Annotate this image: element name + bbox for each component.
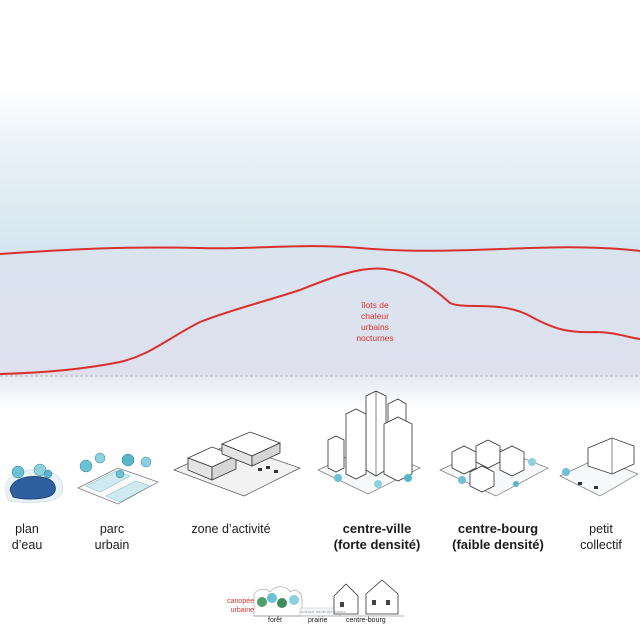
business-zone-illustration [173,431,301,497]
upper-temperature-curve [0,245,640,255]
middle-band [0,250,640,375]
legend-title: canopée urbaine [227,598,254,614]
zone-label-centre-ville: centre-ville (forte densité) [333,521,421,552]
zone-label-parc-urbain: parc urbain [94,522,130,552]
legend-item-foret: forêt [268,617,283,624]
legend-item-centre-bourg: centre-bourg [346,617,386,624]
zone-label-plan-d-eau: plan d’eau [11,522,43,552]
water-body-illustration [4,463,63,503]
zone-label-petit-collectif: petit collectif [580,522,622,552]
canopy-legend-illustration [253,579,404,617]
annotation-line: chaleur [361,311,389,321]
legend-item-prairie: prairie [308,617,328,624]
town-center-illustration [439,439,549,497]
zone-label-zone-d-activite: zone d’activité [191,522,271,536]
legend-small-text: surface minérale basse [300,609,346,614]
lower-band [0,375,640,410]
heat-island-curve [0,267,640,375]
annotation-line: nocturnes [356,333,394,343]
urban-park-illustration [77,452,159,505]
small-apartments-illustration [559,437,639,497]
sky-band [0,90,640,250]
annotation-line: îlots de [361,300,389,310]
zone-label-centre-bourg: centre-bourg (faible densité) [452,521,544,552]
city-center-illustration [317,390,421,495]
heat-island-annotation: îlots de chaleur urbains nocturnes [330,300,420,344]
annotation-line: urbains [361,322,389,332]
